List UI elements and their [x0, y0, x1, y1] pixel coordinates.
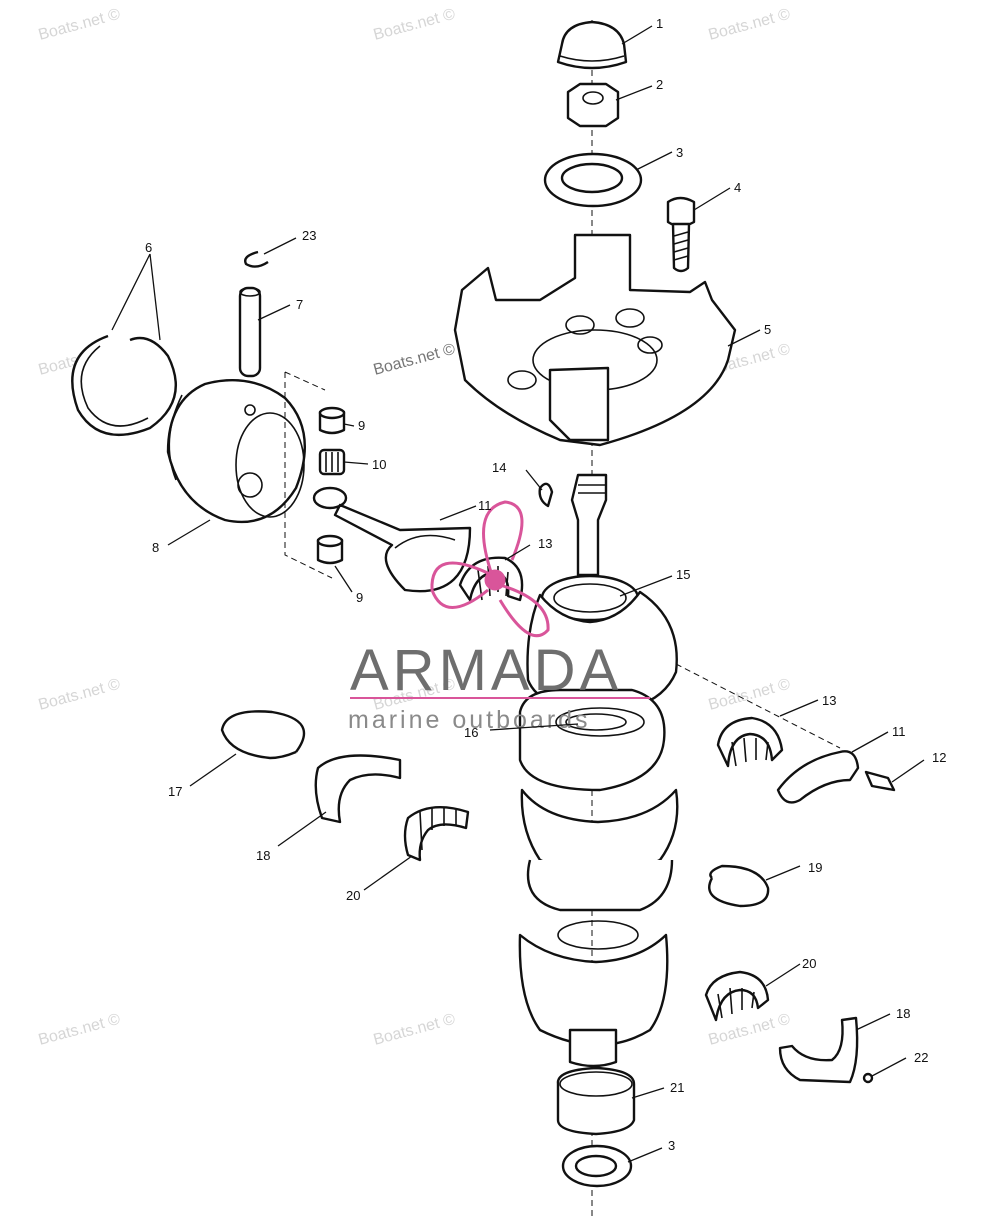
part-20-needle-cage-right[interactable]	[704, 970, 770, 1022]
part-20-needle-cage-left[interactable]	[403, 806, 470, 862]
callout-16: 16	[464, 725, 478, 740]
callout-5: 5	[764, 322, 771, 337]
armada-logo: ARMADA marine outboards	[348, 500, 650, 734]
part-12-rod-bolt[interactable]	[864, 770, 896, 792]
watermark: Boats.net ©	[37, 676, 123, 714]
callout-23: 23	[302, 228, 316, 243]
callout-21: 21	[670, 1080, 684, 1095]
watermark: Boats.net ©	[37, 1011, 123, 1049]
watermark: Boats.net ©	[372, 1011, 458, 1049]
callout-17: 17	[168, 784, 182, 799]
part-2-nut[interactable]	[566, 82, 620, 128]
part-8-piston[interactable]	[166, 379, 306, 524]
part-22-pin[interactable]	[862, 1072, 874, 1084]
watermark: Boats.net ©	[372, 341, 458, 379]
part-6-piston-rings[interactable]	[71, 334, 177, 436]
callout-18-right: 18	[896, 1006, 910, 1021]
callout-labels: 1 2 3 4 5 6 23 7 8 9 10 9 11 14 13 15 16…	[145, 16, 946, 1153]
part-21-lower-bearing[interactable]	[556, 1066, 636, 1136]
part-13-needle-cage-lower[interactable]	[716, 716, 784, 768]
part-1-cap[interactable]	[556, 20, 628, 70]
part-4-bolt[interactable]	[666, 196, 696, 273]
watermark: Boats.net ©	[707, 6, 793, 44]
part-19-retaining-ring[interactable]	[708, 864, 770, 908]
watermark: Boats.net ©	[372, 6, 458, 44]
part-3-seal-lower[interactable]	[561, 1144, 633, 1188]
callout-4: 4	[734, 180, 741, 195]
part-5-bearing-housing[interactable]	[453, 233, 737, 447]
part-10-needle-bearing[interactable]	[318, 448, 346, 476]
armada-tagline: marine outboards	[348, 706, 591, 734]
part-18-bearing-shell-left[interactable]	[314, 754, 402, 824]
callout-11-lower: 11	[892, 724, 906, 739]
part-16-seal-ring[interactable]	[565, 713, 627, 731]
armada-wordmark: ARMADA	[350, 638, 622, 703]
callout-20-right: 20	[802, 956, 816, 971]
callout-12: 12	[932, 750, 946, 765]
piston-assembly-guide	[284, 371, 333, 579]
leader-lines	[111, 25, 925, 1163]
watermark: Boats.net ©	[707, 1011, 793, 1049]
part-11-rod-cap[interactable]	[776, 750, 860, 804]
watermarks: Boats.net © Boats.net © Boats.net © Boat…	[37, 6, 793, 1049]
callout-7: 7	[296, 297, 303, 312]
callout-14: 14	[492, 460, 506, 475]
callout-19: 19	[808, 860, 822, 875]
callout-2: 2	[656, 77, 663, 92]
part-23-clip[interactable]	[244, 250, 269, 268]
rod-cap-guide	[675, 663, 841, 749]
part-7-wrist-pin[interactable]	[238, 286, 262, 378]
part-9-washer-lower[interactable]	[316, 534, 344, 565]
callout-9-lower: 9	[356, 590, 363, 605]
part-17-retaining-ring[interactable]	[220, 710, 306, 760]
callout-8: 8	[152, 540, 159, 555]
part-18-bearing-shell-right[interactable]	[778, 1016, 859, 1084]
callout-22: 22	[914, 1050, 928, 1065]
callout-9-upper: 9	[358, 418, 365, 433]
callout-20-left: 20	[346, 888, 360, 903]
part-14-key[interactable]	[538, 482, 554, 508]
callout-13-lower: 13	[822, 693, 836, 708]
callout-1: 1	[656, 16, 663, 31]
callout-6: 6	[145, 240, 152, 255]
callout-3-upper: 3	[676, 145, 683, 160]
watermark: Boats.net ©	[707, 676, 793, 714]
callout-11-upper: 11	[478, 498, 492, 513]
part-3-seal-upper[interactable]	[543, 152, 643, 208]
armada-propeller-icon	[430, 500, 550, 638]
part-15-crankshaft[interactable]	[518, 473, 679, 1068]
callout-18-left: 18	[256, 848, 270, 863]
callout-3-lower: 3	[668, 1138, 675, 1153]
callout-10: 10	[372, 457, 386, 472]
callout-15: 15	[676, 567, 690, 582]
callout-13-upper: 13	[538, 536, 552, 551]
part-9-washer-upper[interactable]	[318, 406, 346, 435]
watermark: Boats.net ©	[37, 6, 123, 44]
